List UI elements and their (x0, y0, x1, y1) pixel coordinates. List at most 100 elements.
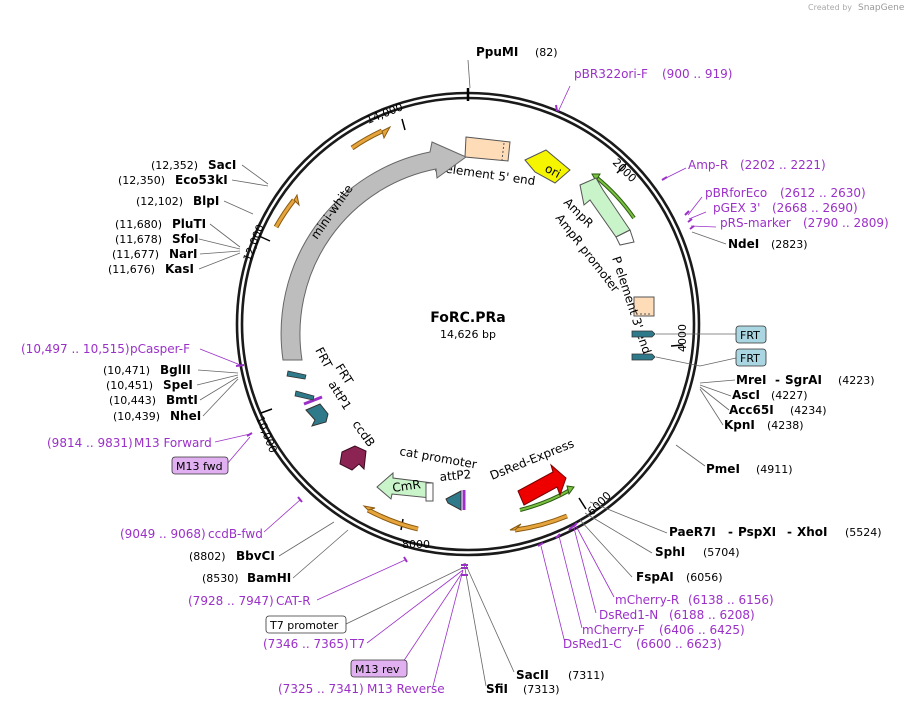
primer-cat-r-range: (7928 .. 7947) (188, 594, 274, 608)
tick-label-14000: 14,000 (364, 100, 405, 126)
site-fspai: FspAI (636, 570, 674, 584)
primer-pbr322ori-f: pBR322ori-F (574, 67, 648, 81)
feature-ampr (579, 177, 635, 246)
feature-ccdb (339, 445, 367, 471)
label-attp2: attP2 (439, 467, 472, 484)
primer-m13-reverse: M13 Reverse (367, 682, 445, 696)
primer-amp-r-range: (2202 .. 2221) (740, 158, 826, 172)
feature-attp2 (445, 490, 466, 511)
site-sfoi-pos: (11,678) (115, 233, 162, 246)
feature-dsred (517, 463, 567, 506)
svg-text:T7 promoter: T7 promoter (269, 619, 339, 632)
site-bbvci: BbvCI (236, 549, 275, 563)
tick-label-12000: 12,000 (241, 223, 267, 264)
primer-amp-r: Amp-R (688, 158, 728, 172)
primer-pbrforeco-range: (2612 .. 2630) (780, 186, 866, 200)
primer-m13-forward: M13 Forward (134, 436, 212, 450)
plasmid-name: FoRC.PRa (430, 310, 505, 326)
svg-text:M13 rev: M13 rev (355, 663, 400, 676)
feature-p-element-3 (633, 296, 655, 317)
site-dash-3: - (787, 525, 792, 539)
site-sphi-pos: (5704) (703, 546, 740, 559)
site-sgrai: SgrAI (785, 373, 822, 387)
primer-pcasper-f: pCasper-F (130, 342, 190, 356)
primer-ccdb-fwd-range: (9049 .. 9068) (120, 527, 206, 541)
site-sacii: SacII (516, 668, 549, 682)
label-frt-a: FRT (312, 345, 335, 371)
site-nhei: NheI (170, 409, 201, 423)
site-paer7i-pos: (5524) (845, 526, 882, 539)
site-ppumi: PpuMI (476, 45, 518, 59)
site-sfoi: SfoI (172, 232, 199, 246)
site-xhoi: XhoI (797, 525, 828, 539)
feature-p-element-5 (464, 136, 511, 162)
plasmid-size: 14,626 bp (440, 328, 496, 341)
site-nari-pos: (11,677) (112, 248, 159, 261)
primer-pbrforeco: pBRforEco (705, 186, 767, 200)
primer-m13-forward-range: (9814 .. 9831) (47, 436, 133, 450)
feature-frt-right (631, 330, 656, 361)
site-bglii: BglII (160, 363, 191, 377)
box-t7-promoter: T7 promoter (265, 615, 347, 634)
primer-pgex3: pGEX 3' (713, 201, 760, 215)
credit-prefix: Created by (808, 3, 852, 12)
site-dash-1: - (775, 373, 780, 387)
primer-dsred1-n-range: (6188 .. 6208) (669, 608, 755, 622)
site-spei: SpeI (163, 378, 193, 392)
label-ori: ori (543, 161, 563, 181)
primer-t7: T7 (349, 637, 365, 651)
site-saci-pos: (12,352) (151, 159, 198, 172)
site-ndei-pos: (2823) (771, 238, 808, 251)
site-pluti: PluTI (172, 217, 206, 231)
svg-text:FRT: FRT (740, 352, 760, 365)
tick-marks (258, 118, 684, 531)
site-kasi-pos: (11,676) (108, 263, 155, 276)
site-sacii-pos: (7311) (568, 669, 605, 682)
site-kasi: KasI (165, 262, 194, 276)
primer-mcherry-f-range: (6406 .. 6425) (659, 623, 745, 637)
primer-dsred1-c: DsRed1-C (563, 637, 622, 651)
site-bglii-pos: (10,471) (103, 364, 150, 377)
feature-mini-white (280, 141, 467, 361)
primer-mcherry-f: mCherry-F (582, 623, 645, 637)
site-eco53ki: Eco53kI (175, 173, 228, 187)
site-kpni: KpnI (724, 418, 755, 432)
site-dash-2: - (728, 525, 733, 539)
primer-prs-marker: pRS-marker (720, 216, 791, 230)
feature-ori (524, 149, 571, 184)
site-acc65i-pos: (4234) (790, 404, 827, 417)
site-sfii: SfiI (486, 682, 508, 696)
box-m13-rev: M13 rev (350, 659, 408, 678)
site-blpi: BlpI (193, 194, 219, 208)
orf-arrows (273, 125, 636, 533)
site-acc65i: Acc65I (729, 403, 774, 417)
tick-label-10000: 10,000 (253, 414, 279, 455)
site-asci-pos: (4227) (771, 389, 808, 402)
primer-t7-range: (7346 .. 7365) (263, 637, 349, 651)
site-sphi: SphI (655, 545, 685, 559)
site-paer7i: PaeR7I (669, 525, 716, 539)
site-spei-pos: (10,451) (106, 379, 153, 392)
site-bamhi-pos: (8530) (202, 572, 239, 585)
site-nari: NarI (169, 247, 198, 261)
site-bbvci-pos: (8802) (189, 550, 226, 563)
tick-label-2000: 2000 (610, 156, 639, 185)
site-pmei-pos: (4911) (756, 463, 793, 476)
site-ndei: NdeI (728, 237, 759, 251)
site-mrei-pos: (4223) (838, 374, 875, 387)
primer-mcherry-r-range: (6138 .. 6156) (688, 593, 774, 607)
box-frt-2: FRT (735, 348, 767, 367)
primer-pcasper-f-range: (10,497 .. 10,515) (21, 342, 130, 356)
primer-dsred1-c-range: (6600 .. 6623) (636, 637, 722, 651)
box-m13-fwd: M13 fwd (171, 456, 229, 475)
site-bmti-pos: (10,443) (109, 394, 156, 407)
site-pluti-pos: (11,680) (115, 218, 162, 231)
site-kpni-pos: (4238) (767, 419, 804, 432)
tick-label-4000: 4000 (676, 324, 689, 352)
primer-mcherry-r: mCherry-R (615, 593, 679, 607)
svg-text:M13 fwd: M13 fwd (176, 460, 223, 473)
label-cmr: CmR (391, 477, 421, 495)
feature-frt-left (286, 370, 315, 401)
tick-label-8000: 8000 (402, 538, 430, 551)
